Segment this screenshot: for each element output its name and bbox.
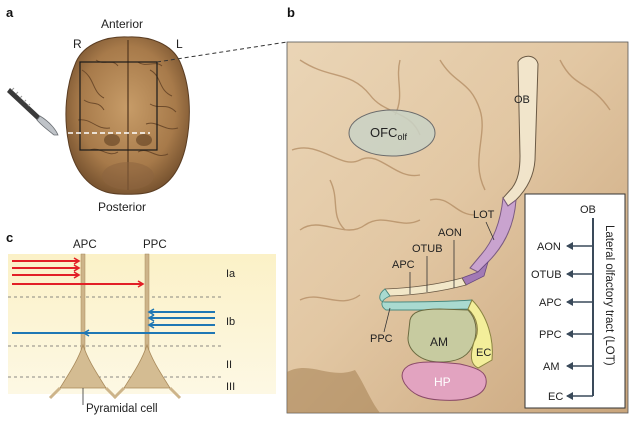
legend-box: [524, 193, 626, 409]
ec-label: EC: [476, 347, 491, 359]
legend-item-label: AON: [537, 241, 561, 253]
layer-label-ib: Ib: [226, 316, 235, 328]
ofc-region: [348, 109, 436, 157]
panel-a: a Anterior R L Posterior: [6, 5, 288, 214]
legend-item-aon: AON: [537, 241, 593, 253]
left-label: L: [176, 37, 183, 51]
legend-tract-label: Lateral olfactory tract (LOT): [603, 225, 615, 366]
ec-region: [467, 299, 493, 369]
hp-region: [401, 361, 487, 401]
scalpel-icon: [7, 87, 59, 136]
posterior-label: Posterior: [98, 200, 146, 214]
blue-fibers: [12, 308, 215, 337]
legend-item-am: AM: [543, 361, 593, 373]
layer-label-ia: Ia: [226, 268, 236, 280]
legend-item-label: APC: [539, 297, 562, 309]
aon-label: AON: [438, 227, 462, 239]
zoom-box: [79, 61, 158, 151]
panel-b-letter: b: [287, 5, 295, 20]
lot-label: LOT: [473, 209, 495, 221]
lower-shadow: [287, 368, 380, 413]
ppc-label: PPC: [370, 333, 393, 345]
layer-label-iii: III: [226, 381, 235, 393]
ppc-leader: [383, 307, 391, 333]
ppc-pyramidal-neuron: [112, 253, 182, 400]
hp-label: HP: [434, 375, 451, 389]
zoom-line-top: [156, 41, 288, 63]
panel-c: c APC PPC Ia Ib II III: [6, 230, 276, 415]
am-label: AM: [430, 335, 448, 349]
legend-ob: OB: [580, 204, 596, 216]
legend-item-label: EC: [548, 391, 563, 403]
legend-item-otub: OTUB: [531, 269, 593, 281]
lot-leader: [485, 221, 495, 241]
anterior-label: Anterior: [101, 17, 143, 31]
panel-c-letter: c: [6, 230, 13, 245]
apc-label: APC: [392, 259, 415, 271]
apc-column-label: APC: [73, 239, 97, 251]
legend-item-ppc: PPC: [539, 329, 593, 341]
legend-item-apc: APC: [539, 297, 593, 309]
red-fibers: [12, 257, 145, 288]
lot-region: [469, 196, 517, 273]
otub-label: OTUB: [412, 243, 443, 255]
ob-label: OB: [514, 94, 530, 106]
legend-items: AON OTUB APC PPC: [531, 241, 593, 403]
legend-item-label: OTUB: [531, 269, 562, 281]
ofc-label: OFColf: [370, 125, 407, 142]
otub-region: [461, 260, 489, 286]
panel-a-letter: a: [6, 5, 14, 20]
legend-item-ec: EC: [548, 391, 593, 403]
brain-photo: [65, 36, 190, 195]
ob-region: [502, 55, 539, 207]
pyramidal-cell-label: Pyramidal cell: [86, 403, 158, 415]
ppc-region: [379, 288, 473, 311]
photo-texture: [291, 59, 611, 302]
ppc-column-label: PPC: [143, 239, 167, 251]
right-label: R: [73, 37, 82, 51]
legend-item-label: AM: [543, 361, 560, 373]
legend-item-label: PPC: [539, 329, 562, 341]
panel-b: b OFColf OB LOT AON OTU: [286, 5, 629, 414]
lot-legend: OB AON OTUB APC P: [524, 193, 626, 409]
layer-label-ii: II: [226, 359, 232, 371]
